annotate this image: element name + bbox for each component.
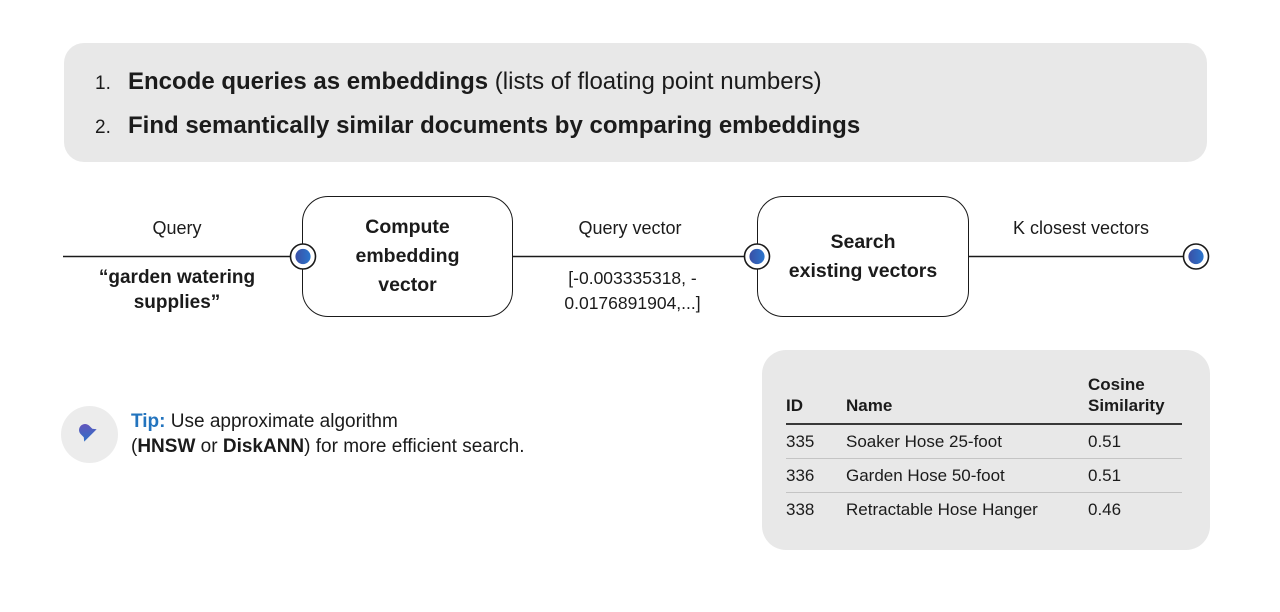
column-header-id: ID	[786, 374, 846, 425]
cell-cosine-similarity: 0.51	[1088, 424, 1182, 459]
cell-id: 338	[786, 500, 815, 519]
results-panel: ID Name Cosine Similarity 335 Soaker Hos…	[762, 350, 1210, 550]
k-closest-vectors-label: K closest vectors	[1012, 218, 1150, 238]
column-header-name: Name	[846, 374, 1088, 425]
instruction-text-1-regular: (lists of floating point numbers)	[494, 68, 822, 95]
cell-id: 336	[786, 458, 846, 493]
tip-label: Tip:	[131, 411, 166, 432]
instruction-number-1: 1.	[95, 73, 111, 94]
tip-algo-hnsw: HNSW	[137, 436, 196, 457]
table-row: 336 Garden Hose 50-foot 0.51	[786, 458, 1182, 493]
query-vector-label: Query vector	[578, 218, 682, 238]
cell-cosine-similarity: 0.46	[1088, 500, 1122, 519]
instructions-panel: 1. Encode queries as embeddings (lists o…	[64, 43, 1207, 162]
search-vectors-box: Search existing vectors	[757, 196, 969, 317]
tip-text: Tip: Use approximate algorithm (HNSW or …	[131, 409, 525, 459]
instruction-item-2: 2. Find semantically similar documents b…	[95, 105, 1207, 149]
results-table: ID Name Cosine Similarity 335 Soaker Hos…	[786, 374, 1182, 526]
instruction-item-1: 1. Encode queries as embeddings (lists o…	[95, 61, 1207, 105]
query-vector-value: [-0.003335318, - 0.0176891904,...]	[564, 268, 701, 313]
column-header-cosine-similarity: Cosine Similarity	[1088, 374, 1182, 425]
tip-line-2-end: ) for more efficient search.	[304, 436, 525, 457]
instruction-text-1-bold: Encode queries as embeddings	[128, 68, 495, 95]
cell-name: Garden Hose 50-foot	[846, 458, 1088, 493]
query-label: Query	[152, 218, 202, 238]
results-header-row: ID Name Cosine Similarity	[786, 374, 1182, 425]
tip-line-2: (HNSW or DiskANN) for more efficient sea…	[131, 434, 525, 459]
instructions-list: 1. Encode queries as embeddings (lists o…	[64, 43, 1207, 149]
cell-name: Retractable Hose Hanger	[846, 500, 1038, 519]
table-row: 335 Soaker Hose 25-foot 0.51	[786, 424, 1182, 459]
pushpin-icon	[78, 423, 99, 444]
instruction-text-2-bold: Find semantically similar documents by c…	[128, 112, 861, 139]
tip-paren-open: (	[131, 436, 138, 457]
cell-id: 335	[786, 424, 846, 459]
tip-line-1: Tip: Use approximate algorithm	[131, 409, 525, 434]
tip-line-1-text: Use approximate algorithm	[165, 411, 398, 432]
compute-embedding-box: Compute embedding vector	[302, 196, 513, 317]
cell-cosine-similarity: 0.51	[1088, 458, 1182, 493]
instruction-number-2: 2.	[95, 117, 111, 138]
tip-conjunction: or	[195, 436, 223, 457]
cell-name: Soaker Hose 25-foot	[846, 424, 1088, 459]
table-row: 338 Retractable Hose Hanger 0.46	[786, 493, 1182, 527]
connector-node-3	[1182, 243, 1210, 270]
query-value: “garden watering supplies”	[98, 267, 256, 313]
tip-algo-diskann: DiskANN	[222, 436, 305, 457]
tip-icon-badge	[61, 406, 118, 463]
instruction-text-1: Encode queries as embeddings (lists of f…	[128, 61, 822, 103]
instruction-text-2: Find semantically similar documents by c…	[128, 105, 860, 147]
